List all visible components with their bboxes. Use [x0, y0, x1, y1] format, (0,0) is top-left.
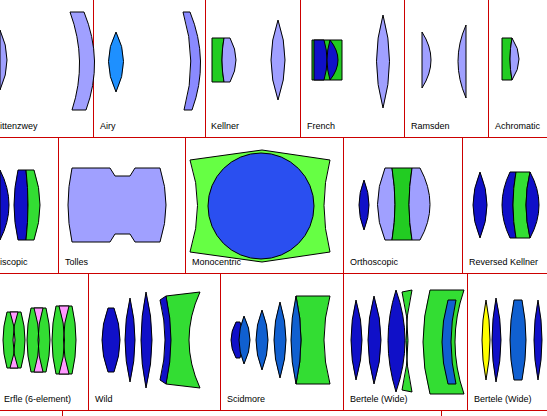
lens-cell: Ramsden [405, 0, 488, 137]
lens-cell: Monocentric [186, 138, 343, 273]
design-name: Bertele (Wide) [350, 394, 408, 404]
design-name: Reversed Kellner [469, 257, 538, 267]
lens-cell: Achromatic [489, 0, 547, 137]
lens-cell: Bertele (Wide) [468, 274, 547, 410]
lens-cell: ittenzwey [0, 0, 93, 137]
design-name: Airy [100, 121, 116, 131]
lens-cell: Erfle (6-element) [0, 274, 88, 410]
lens-cell: Scidmore [221, 274, 343, 410]
design-name: Bertele (Wide) [474, 394, 532, 404]
design-name: Erfle (6-element) [4, 394, 71, 404]
design-name: French [307, 121, 335, 131]
design-name: Ramsden [411, 121, 450, 131]
lens-cell: Orthoscopic [344, 138, 462, 273]
design-name: ittenzwey [0, 121, 38, 131]
lens-cell: Tolles [59, 138, 185, 273]
design-name: Monocentric [192, 257, 241, 267]
lens-cell: French [301, 0, 404, 137]
design-name: Wild [95, 394, 113, 404]
lens-cell: Reversed Kellner [463, 138, 547, 273]
lens-cell: Airy [94, 0, 205, 137]
lens-cell: Bertele (Wide) [344, 274, 467, 410]
design-name: Scidmore [227, 394, 265, 404]
lens-cell: Kellner [206, 0, 300, 137]
design-name: Achromatic [495, 121, 540, 131]
design-name: Kellner [211, 121, 239, 131]
lens-cell: Wild [89, 274, 220, 410]
design-name: iscopic [0, 257, 28, 267]
design-name: Orthoscopic [350, 257, 398, 267]
design-name: Tolles [65, 257, 88, 267]
lens-cell: iscopic [0, 138, 58, 273]
